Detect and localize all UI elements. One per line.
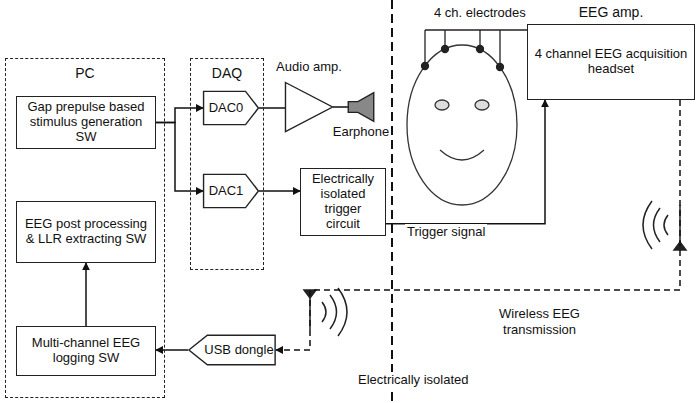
amplifier-symbol: Audio amp. — [285, 82, 333, 132]
node-text: DAC0 — [209, 101, 254, 116]
dac-block: DAC1 — [203, 174, 259, 208]
headset-box: EEG amp.4 channel EEG acquisition headse… — [527, 24, 695, 100]
node-text: Gap prepulse based stimulus generation S… — [22, 100, 150, 145]
signal-line — [156, 349, 188, 351]
daq-group: DAQ DAC0DAC1 — [190, 58, 264, 270]
node-text: Earphone — [333, 125, 389, 140]
signal-line — [386, 100, 545, 224]
node-text: 4 channel EEG acquisition headset — [533, 47, 689, 77]
node-outline — [285, 82, 333, 132]
node-text: EEG amp. — [579, 4, 644, 20]
trigger-circuit-box: Electrically isolated trigger circuit — [300, 168, 386, 236]
node-outline — [348, 92, 374, 122]
wireless-link — [276, 100, 680, 350]
node-text: PC — [75, 65, 94, 81]
node-text: Multi-channel EEG logging SW — [22, 336, 150, 366]
node-text: DAQ — [212, 65, 242, 81]
signal-line — [156, 108, 203, 122]
earphone-symbol: Earphone — [348, 92, 374, 122]
signal-line — [156, 122, 203, 191]
node-text: Audio amp. — [276, 60, 342, 75]
head-figure — [407, 45, 517, 205]
node-text: EEG post processing & LLR extracting SW — [22, 217, 150, 247]
software-box: EEG post processing & LLR extracting SW — [16, 201, 156, 263]
pc-group: PC Gap prepulse based stimulus generation… — [5, 58, 165, 398]
electrode-wires — [422, 30, 528, 71]
signal-line — [259, 107, 285, 109]
usb-dongle: USB dongle — [188, 335, 276, 365]
isolation-line — [391, 0, 393, 403]
node-text: DAC1 — [209, 184, 254, 199]
signal-line — [85, 263, 87, 326]
node-text: USB dongle — [190, 343, 273, 358]
dac-block: DAC0 — [203, 91, 259, 125]
signal-line — [259, 190, 300, 192]
signal-line — [333, 106, 348, 108]
edge-label: Wireless EEG transmission — [480, 306, 599, 339]
software-box: Multi-channel EEG logging SW — [16, 326, 156, 376]
electrode-label: 4 ch. electrodes — [432, 5, 528, 20]
edge-label: Trigger signal — [405, 224, 487, 239]
software-box: Gap prepulse based stimulus generation S… — [16, 96, 156, 149]
node-text: Electrically isolated trigger circuit — [306, 172, 380, 232]
isolation-label: Electrically isolated — [356, 372, 471, 387]
